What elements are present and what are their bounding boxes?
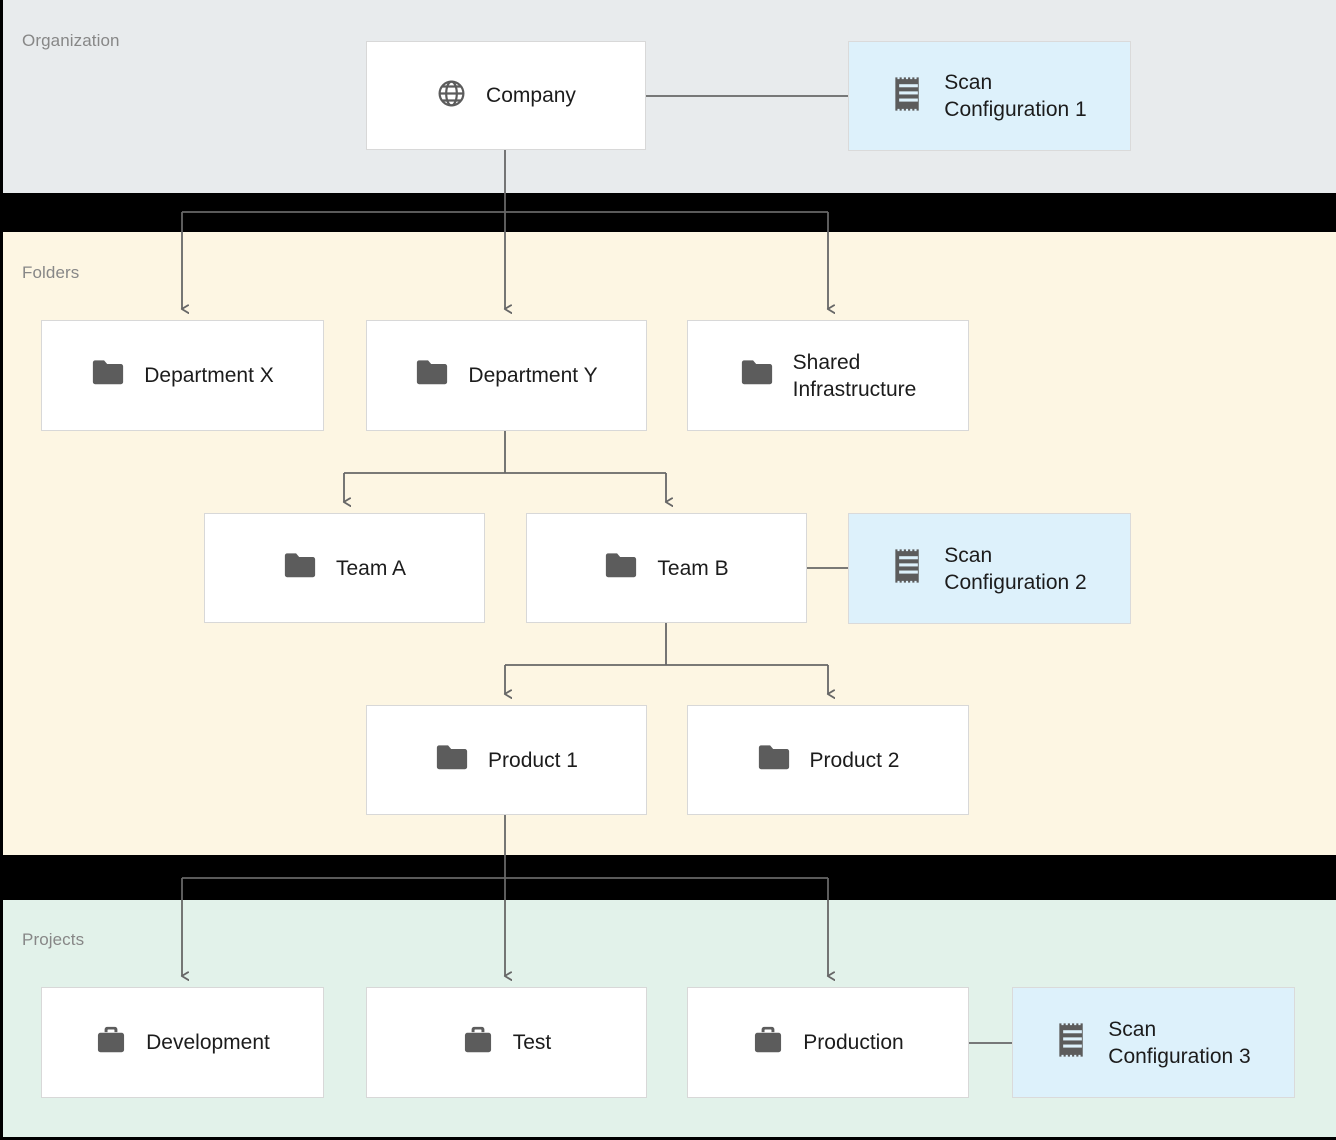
node-label: Scan Configuration 1 <box>944 71 1087 121</box>
section-label-organization: Organization <box>22 31 120 50</box>
folder-icon <box>415 359 449 392</box>
node-scan-configuration-3[interactable]: Scan Configuration 3 <box>1012 987 1295 1098</box>
folder-icon <box>740 359 774 392</box>
briefcase-icon <box>95 1025 127 1060</box>
folder-icon <box>91 359 125 392</box>
node-team-b[interactable]: Team B <box>526 513 807 623</box>
node-scan-configuration-1[interactable]: Scan Configuration 1 <box>848 41 1131 151</box>
briefcase-icon <box>462 1025 494 1060</box>
briefcase-icon <box>752 1025 784 1060</box>
node-label: Product 1 <box>488 748 578 772</box>
node-label: Production <box>803 1031 904 1054</box>
section-label-folders: Folders <box>22 263 80 282</box>
node-department-x[interactable]: Department X <box>41 320 324 431</box>
node-product-1[interactable]: Product 1 <box>366 705 647 815</box>
node-label: Team A <box>335 556 407 580</box>
node-production[interactable]: Production <box>687 987 969 1098</box>
node-label: Department X <box>144 364 274 387</box>
node-label: Company <box>486 84 576 107</box>
section-band-organization <box>3 0 1336 193</box>
receipt-icon <box>892 547 925 590</box>
node-label: Shared Infrastructure <box>792 350 917 401</box>
node-company[interactable]: Company <box>366 41 646 150</box>
node-development[interactable]: Development <box>41 987 324 1098</box>
node-team-a[interactable]: Team A <box>204 513 485 623</box>
node-test[interactable]: Test <box>366 987 647 1098</box>
node-shared-infrastructure[interactable]: Shared Infrastructure <box>687 320 969 431</box>
receipt-icon <box>892 75 925 118</box>
receipt-icon <box>1056 1021 1089 1064</box>
folder-icon <box>435 744 469 777</box>
folder-icon <box>283 552 317 585</box>
node-label: Department Y <box>468 364 598 387</box>
node-product-2[interactable]: Product 2 <box>687 705 969 815</box>
node-label: Scan Configuration 2 <box>944 543 1087 594</box>
node-label: Test <box>512 1031 552 1054</box>
node-label: Scan Configuration 3 <box>1108 1017 1251 1068</box>
folder-icon <box>604 552 638 585</box>
section-label-projects: Projects <box>22 930 85 949</box>
node-label: Product 2 <box>809 748 900 772</box>
globe-icon <box>436 78 467 114</box>
node-label: Development <box>146 1031 270 1054</box>
node-department-y[interactable]: Department Y <box>366 320 647 431</box>
node-scan-configuration-2[interactable]: Scan Configuration 2 <box>848 513 1131 624</box>
node-label: Team B <box>657 556 729 580</box>
folder-icon <box>757 744 791 777</box>
